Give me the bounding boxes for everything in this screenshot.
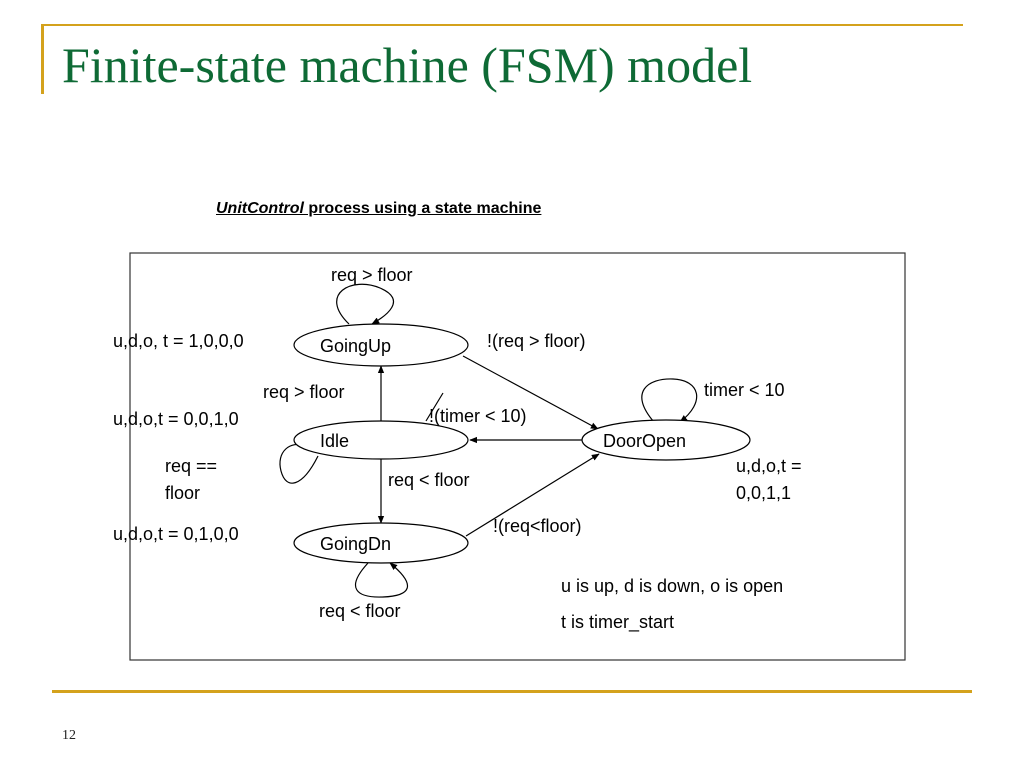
edge-going-up-to-door-open	[462, 355, 599, 430]
label-door-open-self: timer < 10	[704, 380, 785, 400]
state-going-up-label: GoingUp	[320, 336, 391, 356]
slide-title: Finite-state machine (FSM) model	[62, 37, 753, 93]
output-going-dn: u,d,o,t = 0,1,0,0	[113, 524, 239, 544]
legend-line-1: u is up, d is down, o is open	[561, 576, 783, 596]
door-open-to-idle-label-tick	[425, 392, 444, 422]
edge-idle-self-loop	[279, 440, 319, 484]
state-going-dn-label: GoingDn	[320, 534, 391, 554]
edge-going-dn-self-loop	[355, 562, 409, 598]
edge-going-up-self-loop	[336, 283, 395, 325]
output-door-open-line2: 0,0,1,1	[736, 483, 791, 503]
state-door-open: DoorOpen	[581, 419, 751, 461]
label-idle-self-line1: req ==	[165, 456, 217, 476]
label-idle-to-going-dn: req < floor	[388, 470, 470, 490]
state-going-dn: GoingDn	[293, 522, 469, 564]
state-idle-label: Idle	[320, 431, 349, 451]
title-accent-horizontal-line	[41, 24, 963, 26]
label-idle-self-line2: floor	[165, 483, 200, 503]
caption-rest: process using a state machine	[303, 200, 542, 217]
state-going-up: GoingUp	[293, 323, 469, 367]
edge-going-dn-to-door-open	[465, 453, 600, 537]
label-idle-to-going-up: req > floor	[263, 382, 345, 402]
output-idle: u,d,o,t = 0,0,1,0	[113, 409, 239, 429]
legend-line-2: t is timer_start	[561, 612, 674, 633]
edge-door-open-self-loop	[641, 378, 698, 423]
footer-accent-line	[52, 690, 972, 693]
label-going-dn-to-door-open: !(req<floor)	[493, 516, 582, 536]
label-going-dn-self: req < floor	[319, 601, 401, 621]
output-going-up: u,d,o, t = 1,0,0,0	[113, 331, 244, 351]
page-number: 12	[62, 728, 76, 743]
caption-process-name: UnitControl	[216, 200, 304, 217]
label-going-up-to-door-open: !(req > floor)	[487, 331, 586, 351]
output-door-open-line1: u,d,o,t =	[736, 456, 802, 476]
label-door-open-to-idle: !(timer < 10)	[429, 406, 527, 426]
diagram-caption: UnitControl process using a state machin…	[216, 200, 541, 218]
label-going-up-self: req > floor	[331, 265, 413, 285]
title-accent-vertical-line	[41, 24, 44, 94]
state-door-open-label: DoorOpen	[603, 431, 686, 451]
diagram-frame	[129, 252, 906, 661]
state-idle: Idle	[293, 420, 469, 460]
